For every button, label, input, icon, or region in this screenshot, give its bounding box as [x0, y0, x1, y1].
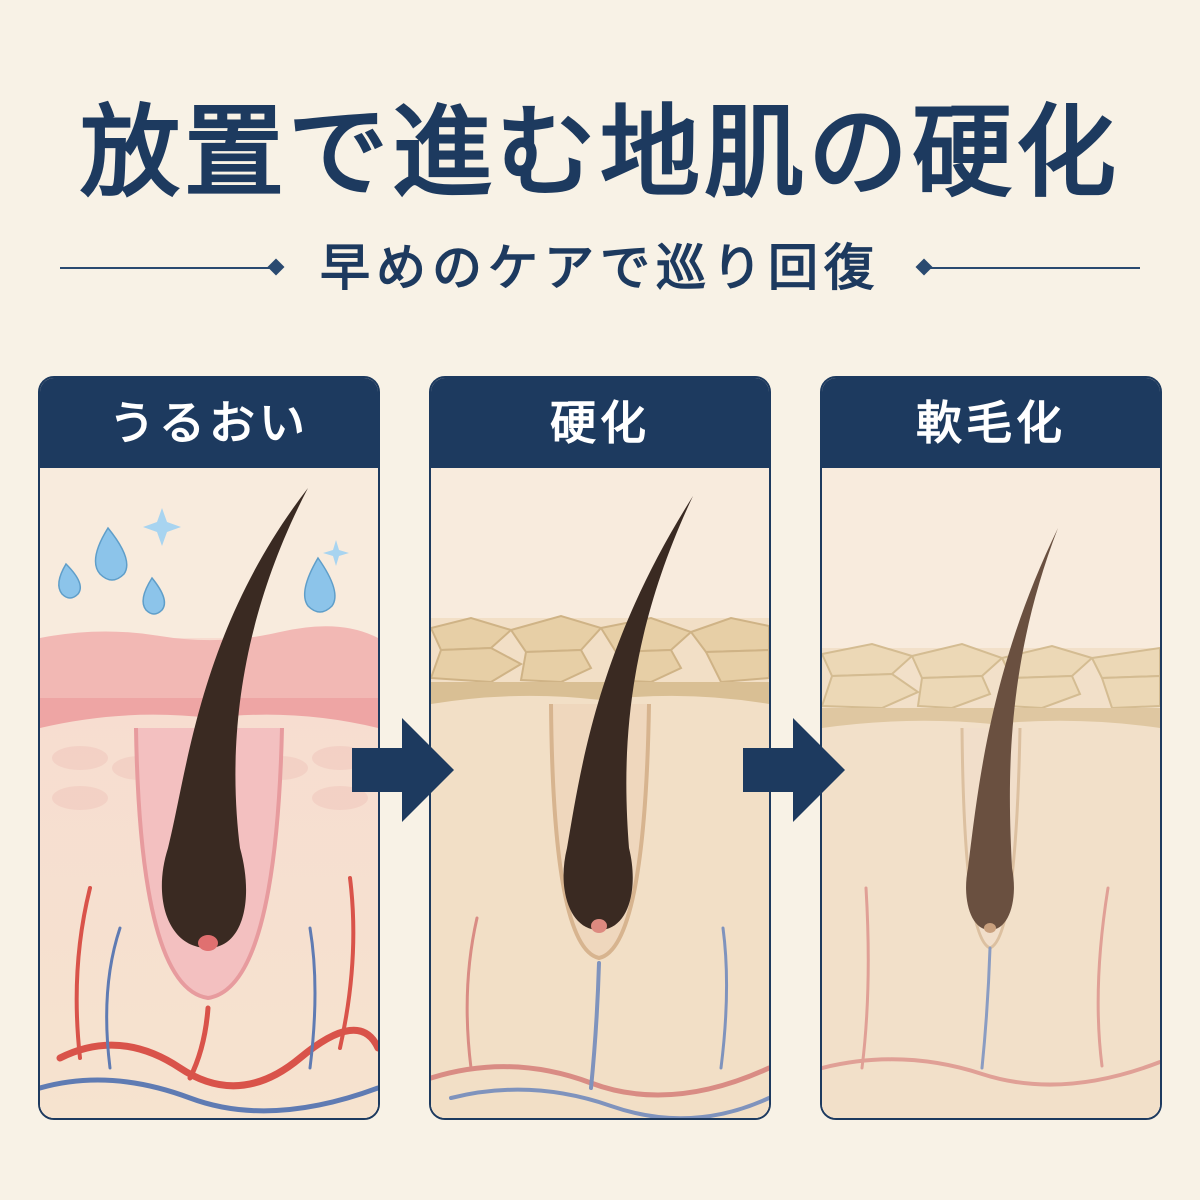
- scalp-illustration-hardened: [431, 468, 769, 1118]
- panel-label: 軟毛化: [822, 378, 1160, 468]
- panel-hardened: 硬化: [429, 376, 771, 1120]
- page-title: 放置で進む地肌の硬化: [80, 93, 1120, 211]
- subtitle-row: 早めのケアで巡り回復: [60, 236, 1140, 300]
- panel-label: うるおい: [40, 378, 378, 468]
- scalp-illustration-vellus: [822, 468, 1160, 1118]
- sparkle-icon: [143, 508, 349, 566]
- page-subtitle: 早めのケアで巡り回復: [320, 238, 880, 297]
- panel-label: 硬化: [431, 378, 769, 468]
- panel-vellus: 軟毛化: [820, 376, 1162, 1120]
- decor-line-right: [930, 267, 1140, 269]
- arrow-right-icon: [743, 718, 845, 822]
- water-drop-icon: [58, 526, 336, 615]
- arrow-right-icon: [352, 718, 454, 822]
- scalp-illustration-moist: [40, 468, 378, 1118]
- panel-moist: うるおい: [38, 376, 380, 1120]
- decor-line-left: [60, 267, 270, 269]
